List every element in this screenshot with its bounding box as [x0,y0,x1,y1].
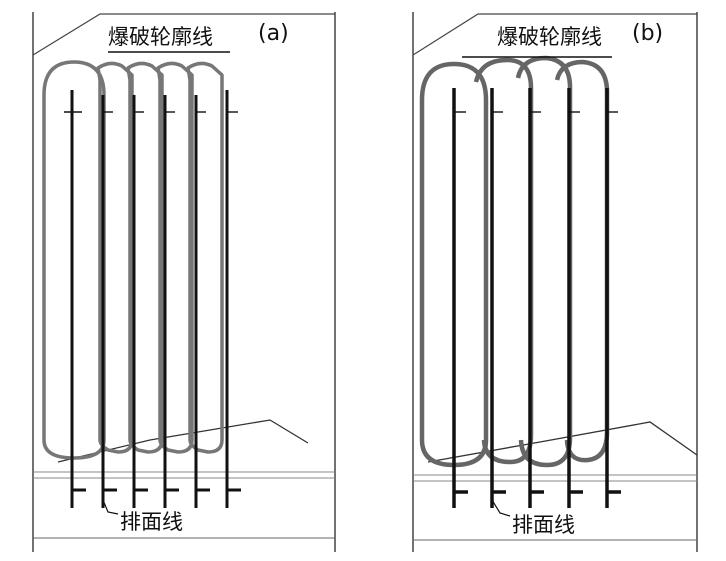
panel-b-contour-3 [515,55,573,468]
panel-a-tag: (a) [258,21,289,46]
panel-a-contour-3 [126,61,164,454]
panel-a: 爆破轮廓线 (a) 排面线 [32,12,336,552]
panel-a-contours [42,60,224,460]
panel-a-contour-label: 爆破轮廓线 [108,25,213,49]
panel-a-contour-5 [186,61,224,454]
panel-a-contour-1 [42,60,106,460]
panel-a-top-slope [32,13,335,56]
panel-b-row-leader [491,499,511,517]
panel-b-tag: (b) [632,21,663,46]
panel-b-contour-4 [554,59,610,463]
panel-b-ground-line [427,421,698,463]
panel-a-contour-2 [96,61,134,454]
panel-a-row-leader [102,499,119,515]
panel-b: 爆破轮廓线 (b) 排面线 [412,12,698,552]
panel-a-contour-4 [156,61,194,454]
panel-b-contours [419,55,610,468]
panel-a-row-label: 排面线 [120,510,183,534]
panel-b-holes [452,88,609,508]
panel-a-holes [70,90,229,508]
panel-b-contour-label: 爆破轮廓线 [497,25,602,49]
panel-b-row-label: 排面线 [512,513,575,537]
panel-b-top-slope [412,13,697,56]
